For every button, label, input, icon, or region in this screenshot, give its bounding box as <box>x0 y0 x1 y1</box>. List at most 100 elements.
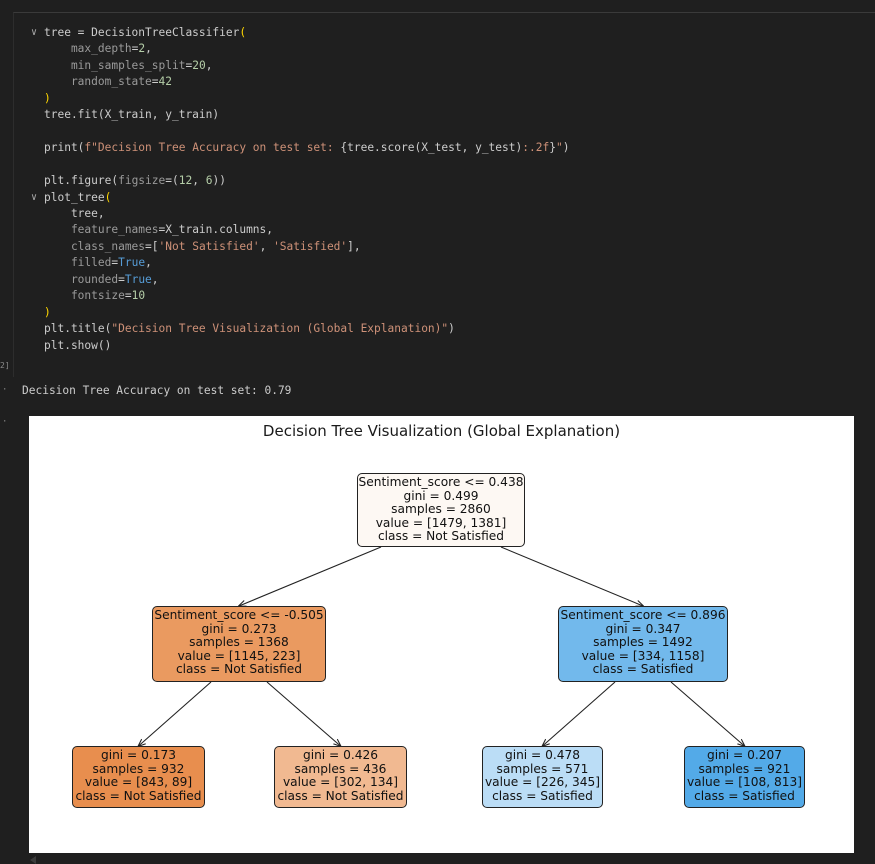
tree-edge-root-left <box>239 546 382 606</box>
node-text-line: class = Satisfied <box>592 662 694 677</box>
tree-edges <box>29 546 854 853</box>
node-text-line: class = Not Satisfied <box>377 529 505 544</box>
code-token: tree.fit(X_train, y_train) <box>44 108 220 121</box>
decision-tree-figure: Decision Tree Visualization (Global Expl… <box>29 416 854 853</box>
node-text-line: Sentiment_score <= 0.438 <box>358 475 524 489</box>
code-line: min_samples_split=20, <box>44 58 213 74</box>
code-token: feature_names <box>44 223 159 236</box>
tree-edge-right-rl <box>543 681 616 746</box>
code-token: , <box>259 240 274 253</box>
code-token: = <box>185 59 193 72</box>
code-token: ) <box>562 141 570 154</box>
code-token: 42 <box>158 75 173 88</box>
code-line: filled=True, <box>44 255 152 271</box>
node-text-line: Sentiment_score <= -0.505 <box>154 608 324 622</box>
code-line: feature_names=X_train.columns, <box>44 222 273 238</box>
node-text-line: gini = 0.478 <box>504 748 581 762</box>
code-token: plt.figure( <box>44 174 119 187</box>
node-text-line: gini = 0.426 <box>302 748 379 762</box>
node-text-line: samples = 1368 <box>189 635 289 650</box>
node-text-line: class = Not Satisfied <box>75 788 202 803</box>
tree-edge-left-ll <box>139 681 212 746</box>
code-token: ) <box>44 306 51 319</box>
node-text-line: gini = 0.207 <box>706 748 783 762</box>
code-token: plt.show() <box>44 339 112 352</box>
code-token: ], <box>347 240 361 253</box>
code-token: tree, <box>44 207 105 220</box>
node-text-line: gini = 0.273 <box>201 621 277 636</box>
code-line: plt.title("Decision Tree Visualization (… <box>44 321 455 337</box>
node-text-line: value = [108, 813] <box>686 775 803 790</box>
code-token: = <box>151 75 159 88</box>
code-token: f"Decision Tree Accuracy on test set: <box>84 141 341 154</box>
code-token: 2 <box>138 42 146 55</box>
fold-chevron-icon[interactable]: ∨ <box>31 192 38 203</box>
code-token: ) <box>448 322 455 335</box>
code-line: ) <box>44 305 51 321</box>
code-token: } <box>549 141 556 154</box>
node-text-line: samples = 1492 <box>593 635 693 650</box>
code-token: filled <box>44 256 112 269</box>
execution-count: 2] <box>0 361 10 370</box>
code-token: , <box>145 256 152 269</box>
node-text-line: samples = 921 <box>698 761 791 776</box>
node-text-line: samples = 436 <box>294 761 387 776</box>
scroll-left-icon[interactable] <box>30 856 36 864</box>
code-token: , <box>192 174 206 187</box>
code-line: max_depth=2, <box>44 41 152 57</box>
code-token: 20 <box>192 59 206 72</box>
code-token: , <box>151 273 159 286</box>
code-token: True <box>124 273 152 286</box>
figure-output-marker: · <box>2 417 8 427</box>
code-token: 6 <box>205 174 213 187</box>
code-line: tree.fit(X_train, y_train) <box>44 107 219 123</box>
tree-edge-right-rr <box>670 681 745 746</box>
node-text-line: value = [226, 345] <box>484 775 601 790</box>
code-token: max_depth <box>44 42 132 55</box>
code-token: = <box>124 289 132 302</box>
code-token: 12 <box>178 174 193 187</box>
tree-edge-left-lr <box>266 681 341 746</box>
code-token: ( <box>104 191 112 204</box>
code-token: =X_train.columns, <box>158 223 274 236</box>
code-token: =[ <box>145 240 159 253</box>
code-line: tree = DecisionTreeClassifier( <box>44 25 246 41</box>
code-token: ( <box>239 26 247 39</box>
code-token: 'Satisfied' <box>273 240 348 253</box>
code-line: print(f"Decision Tree Accuracy on test s… <box>44 140 569 156</box>
code-token: rounded <box>44 273 119 286</box>
code-line: plt.figure(figsize=(12, 6)) <box>44 173 226 189</box>
code-line: rounded=True, <box>44 272 159 288</box>
code-token: "Decision Tree Visualization (Global Exp… <box>111 322 449 335</box>
code-token: , <box>205 59 213 72</box>
code-line: ) <box>44 91 51 107</box>
code-token: True <box>118 256 146 269</box>
code-cell-editor[interactable]: ∨ tree = DecisionTreeClassifier( max_dept… <box>13 12 875 377</box>
node-text-line: Sentiment_score <= 0.896 <box>560 608 726 622</box>
code-line: random_state=42 <box>44 74 172 90</box>
code-line: class_names=['Not Satisfied', 'Satisfied… <box>44 239 361 255</box>
code-token: {tree.score(X_test, y_test) <box>340 141 523 154</box>
code-token: figsize <box>118 174 166 187</box>
node-text-line: gini = 0.173 <box>100 748 177 762</box>
code-token: plt.title( <box>44 322 112 335</box>
node-text-line: samples = 2860 <box>391 502 491 517</box>
code-token: = <box>111 256 119 269</box>
node-text-line: class = Not Satisfied <box>175 662 303 677</box>
fold-chevron-icon[interactable]: ∨ <box>31 27 38 38</box>
node-text-line: class = Not Satisfied <box>277 788 404 803</box>
code-token: =( <box>165 174 179 187</box>
code-token: 10 <box>131 289 146 302</box>
tree-edge-root-right <box>500 546 643 606</box>
node-text-line: value = [1145, 223] <box>177 648 301 663</box>
code-line: tree, <box>44 206 105 222</box>
node-text-line: samples = 571 <box>496 761 589 776</box>
node-text-line: gini = 0.499 <box>403 488 479 503</box>
code-token: plot_tree <box>44 191 105 204</box>
node-text-line: value = [843, 89] <box>84 775 193 790</box>
